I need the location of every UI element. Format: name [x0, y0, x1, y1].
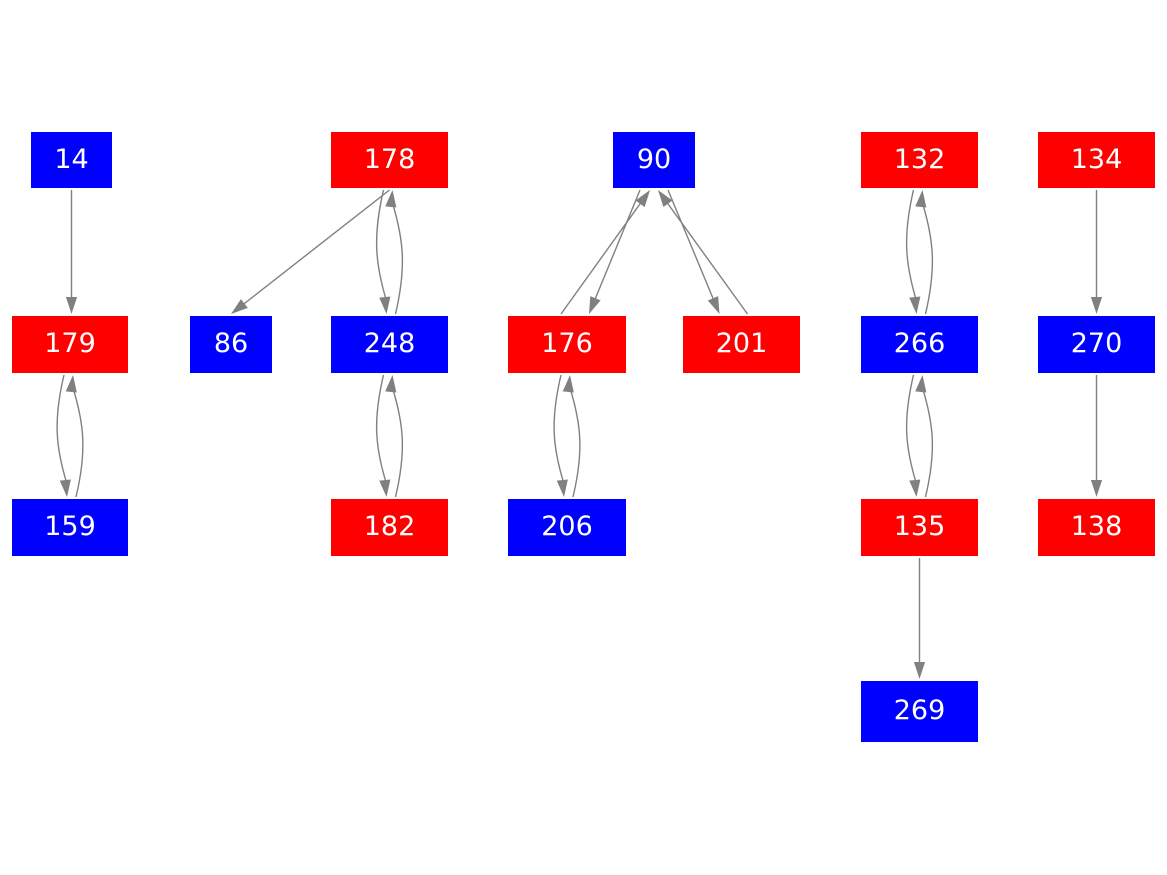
edge-176-206-forward-arrowhead: [556, 479, 568, 497]
edge-266-135-forward: [905, 374, 918, 485]
graph-node-182[interactable]: 182: [331, 499, 448, 556]
graph-node-label: 135: [893, 511, 946, 542]
edge-178-248-reverse-arrowhead: [385, 190, 397, 208]
edge-179-159-forward: [56, 374, 68, 485]
graph-node-269[interactable]: 269: [861, 681, 978, 742]
graph-node-132[interactable]: 132: [861, 132, 978, 188]
graph-node-label: 270: [1070, 328, 1123, 359]
graph-node-176[interactable]: 176: [508, 316, 626, 373]
graph-node-86[interactable]: 86: [190, 316, 272, 373]
graph-node-label: 14: [54, 143, 89, 175]
edge-248-182-forward-arrowhead: [379, 479, 391, 497]
graph-node-270[interactable]: 270: [1038, 316, 1155, 373]
edge-135-269-arrowhead: [913, 662, 926, 679]
graph-node-label: 182: [363, 511, 416, 542]
graph-node-label: 132: [893, 143, 946, 175]
graph-node-178[interactable]: 178: [331, 132, 448, 188]
graph-node-134[interactable]: 134: [1038, 132, 1155, 188]
edge-266-135-reverse-arrowhead: [915, 375, 927, 393]
edge-178-86: [240, 189, 390, 307]
edge-90-201-reverse: [664, 199, 749, 315]
edge-90-176-forward-arrowhead: [589, 296, 601, 314]
edge-90-176-reverse: [560, 199, 644, 315]
edge-179-159-reverse: [72, 387, 84, 498]
graph-node-label: 266: [893, 328, 946, 359]
edge-178-248-reverse: [391, 202, 404, 315]
graph-node-label: 134: [1070, 143, 1123, 175]
graph-node-14[interactable]: 14: [31, 132, 112, 188]
edge-248-182-forward: [375, 374, 388, 485]
graph-node-label: 269: [893, 695, 946, 726]
edge-132-266-reverse: [921, 202, 934, 315]
graph-node-206[interactable]: 206: [508, 499, 626, 556]
edge-90-176-forward: [592, 189, 641, 304]
edge-248-182-reverse-arrowhead: [385, 375, 397, 393]
graph-node-label: 159: [44, 511, 96, 542]
graph-node-201[interactable]: 201: [683, 316, 800, 373]
edge-270-138-arrowhead: [1090, 480, 1103, 497]
graph-node-90[interactable]: 90: [613, 132, 695, 188]
edge-90-201-forward: [667, 189, 716, 304]
edge-178-248-forward: [375, 189, 388, 302]
edge-132-266-forward-arrowhead: [909, 296, 921, 314]
graph-node-label: 206: [541, 511, 593, 542]
graph-node-159[interactable]: 159: [12, 499, 128, 556]
graph-node-label: 178: [363, 143, 416, 175]
graph-node-266[interactable]: 266: [861, 316, 978, 373]
edge-178-86-arrowhead: [231, 299, 248, 314]
graph-node-label: 138: [1070, 511, 1123, 542]
edge-176-206-forward: [553, 374, 565, 485]
edge-132-266-forward: [905, 189, 918, 302]
edge-90-176-reverse-arrowhead: [635, 190, 650, 208]
edge-176-206-reverse: [569, 387, 581, 498]
graph-node-135[interactable]: 135: [861, 499, 978, 556]
edge-266-135-forward-arrowhead: [909, 479, 921, 497]
edge-132-266-reverse-arrowhead: [915, 190, 927, 208]
edge-248-182-reverse: [391, 387, 404, 498]
graph-node-label: 248: [363, 328, 416, 359]
graph-node-179[interactable]: 179: [12, 316, 128, 373]
edge-178-248-forward-arrowhead: [379, 296, 391, 314]
graph-node-248[interactable]: 248: [331, 316, 448, 373]
edge-90-201-reverse-arrowhead: [658, 190, 673, 208]
graph-node-label: 179: [44, 328, 96, 359]
edge-90-201-forward-arrowhead: [707, 296, 720, 314]
edge-179-159-reverse-arrowhead: [65, 375, 77, 393]
edge-134-270-arrowhead: [1090, 297, 1103, 314]
graph-node-138[interactable]: 138: [1038, 499, 1155, 556]
edge-176-206-reverse-arrowhead: [562, 375, 574, 393]
edge-266-135-reverse: [921, 387, 934, 498]
edge-179-159-forward-arrowhead: [59, 479, 71, 497]
graph-node-label: 86: [213, 328, 249, 359]
graph-node-label: 90: [636, 143, 672, 175]
graph-node-label: 176: [541, 328, 593, 359]
graph-node-label: 201: [715, 328, 768, 359]
edge-14-179-arrowhead: [65, 297, 78, 314]
